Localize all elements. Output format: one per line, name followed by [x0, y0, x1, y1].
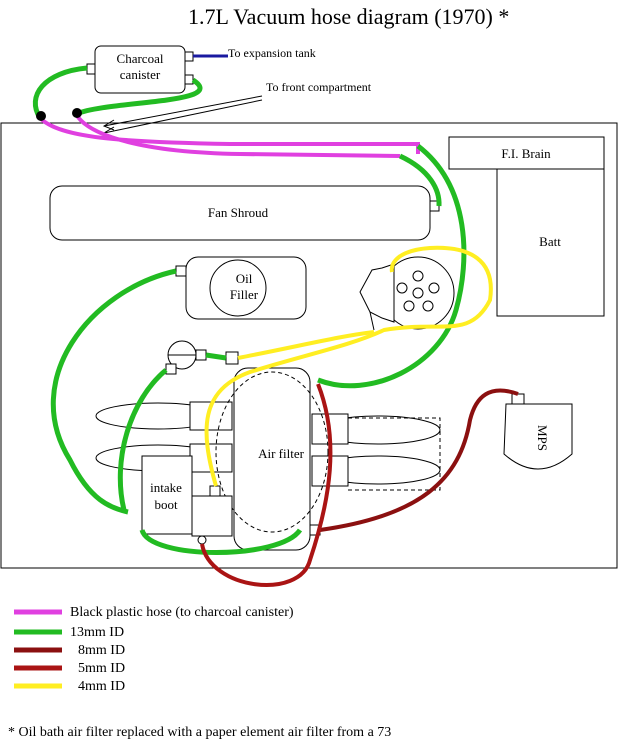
throttle-valve	[165, 340, 239, 375]
hose-13mm-canister-b	[75, 77, 203, 117]
legend-label-4mm: 4mm ID	[78, 679, 125, 694]
front-compartment-label: To front compartment	[266, 80, 372, 94]
battery-label: Batt	[539, 234, 561, 249]
hose-13mm-throttle-link	[205, 352, 227, 361]
hose-13mm-intake-boot	[139, 528, 303, 555]
fi-brain-label: F.I. Brain	[501, 146, 551, 161]
hose-13mm-canister-a	[32, 65, 88, 120]
oil-filler: Oil Filler	[175, 256, 307, 320]
legend-label-13mm: 13mm ID	[70, 625, 124, 640]
legend-label-8mm: 8mm ID	[78, 643, 125, 658]
intake-boot-label-1: intake	[150, 480, 182, 495]
footnote: * Oil bath air filter replaced with a pa…	[8, 725, 391, 740]
battery: Batt	[496, 168, 605, 317]
diagram-title: 1.7L Vacuum hose diagram (1970) *	[188, 4, 509, 29]
mps-label: MPS	[535, 425, 550, 451]
charcoal-canister: Charcoal canister	[86, 45, 194, 94]
hose-13mm-throttle	[117, 368, 168, 511]
air-filter: Air filter	[215, 367, 329, 551]
charcoal-canister-label-2: canister	[120, 67, 161, 82]
hose-13mm-fan-shroud	[398, 153, 442, 207]
oil-filler-label-2: Filler	[230, 287, 259, 302]
hose-8mm-mps	[319, 388, 519, 532]
distributor	[359, 256, 455, 331]
oil-filler-label-1: Oil	[236, 271, 253, 286]
intake-boot-label-2: boot	[154, 497, 178, 512]
front-connector-2	[72, 108, 82, 118]
fan-shroud: Fan Shroud	[49, 185, 440, 241]
engine-bay-outline	[0, 122, 618, 569]
legend-label-black-plastic: Black plastic hose (to charcoal canister…	[70, 605, 294, 620]
legend: Black plastic hose (to charcoal canister…	[14, 605, 294, 694]
front-connector-1	[36, 111, 46, 121]
air-filter-label: Air filter	[258, 446, 305, 461]
charcoal-canister-label-1: Charcoal	[117, 51, 164, 66]
hose-13mm-oil-filler	[50, 268, 177, 515]
fi-brain: F.I. Brain	[448, 136, 605, 170]
hose-4mm-throttle	[237, 330, 375, 360]
hose-black-plastic-2	[74, 112, 401, 158]
fan-shroud-label: Fan Shroud	[208, 205, 269, 220]
intake-boot: intake boot	[141, 455, 233, 545]
hose-13mm-shroud-air	[317, 144, 467, 389]
expansion-tank-label: To expansion tank	[228, 46, 316, 60]
mps-sensor: MPS	[503, 393, 573, 470]
legend-label-5mm: 5mm ID	[78, 661, 125, 676]
hose-5mm-intake	[200, 383, 333, 587]
hose-4mm	[204, 245, 493, 487]
